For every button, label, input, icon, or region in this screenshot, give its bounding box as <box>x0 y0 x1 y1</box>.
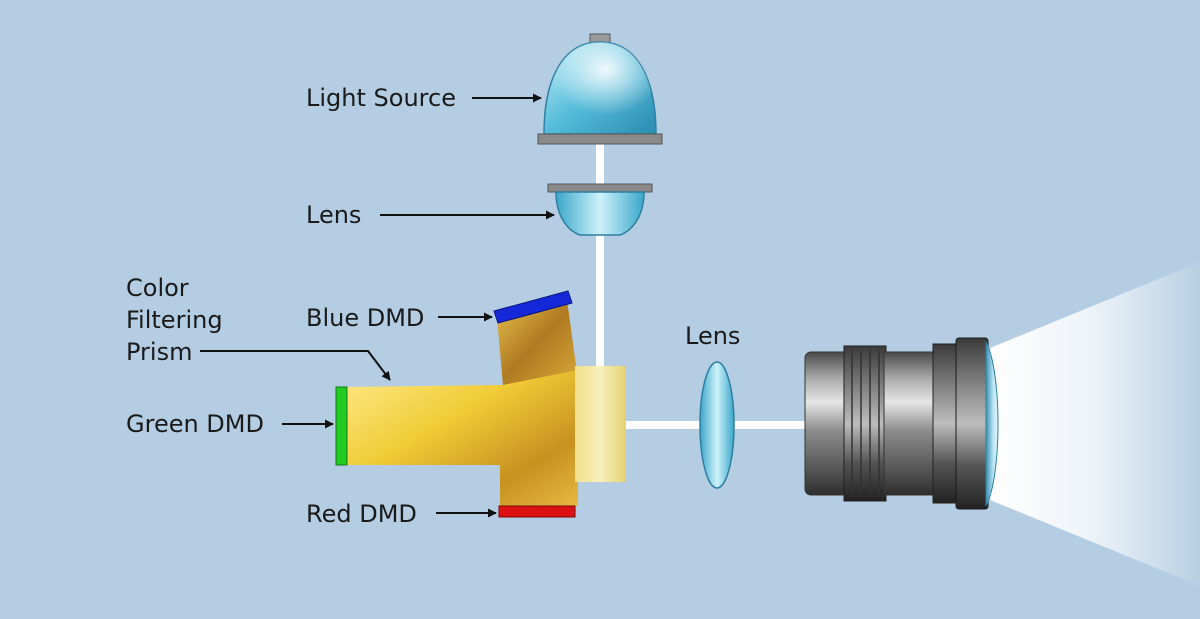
red-dmd-label: Red DMD <box>306 500 417 528</box>
prism-body <box>346 370 578 506</box>
prism-label-line2: Filtering <box>126 306 223 334</box>
lamp-base-plate <box>537 133 663 145</box>
light-source-lamp <box>537 33 663 145</box>
lens-barrel-rear <box>804 351 851 496</box>
prism-label-line3: Prism <box>126 338 192 366</box>
condenser-lens <box>547 183 653 236</box>
projection-lens-glass <box>985 341 999 507</box>
projection-lens <box>804 337 999 510</box>
text-labels: Light Source Lens Color Filtering Prism … <box>126 84 740 528</box>
focusing-lens-body <box>699 361 735 489</box>
vertical-light-beam <box>596 140 604 370</box>
green-dmd-label: Green DMD <box>126 410 264 438</box>
blue-dmd <box>493 290 573 324</box>
green-dmd <box>335 386 348 466</box>
annotation-arrows <box>200 93 555 518</box>
lens-right-label: Lens <box>685 322 740 350</box>
condenser-lens-body <box>555 191 645 236</box>
condenser-lens-plate <box>547 183 653 193</box>
projected-light-cone <box>990 262 1200 586</box>
prism-upper-arm <box>497 300 578 385</box>
light-source-label: Light Source <box>306 84 456 112</box>
prism-leader-arrow <box>200 350 391 381</box>
focusing-lens <box>699 361 735 489</box>
blue-dmd-label: Blue DMD <box>306 304 424 332</box>
red-dmd <box>498 505 576 518</box>
lens-top-label: Lens <box>306 201 361 229</box>
lens-barrel-middle <box>883 351 937 496</box>
prism-label-line1: Color <box>126 274 189 302</box>
prism-output-block <box>575 366 626 482</box>
lens-barrel-bezel <box>955 337 989 510</box>
color-filtering-prism <box>335 290 626 518</box>
